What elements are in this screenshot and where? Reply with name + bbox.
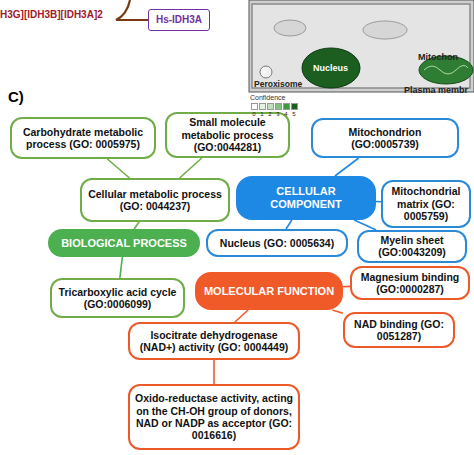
category-label: CELLULAR COMPONENT <box>243 185 369 211</box>
connector-line <box>354 220 376 230</box>
term-box: Isocitrate dehydrogenase (NAD+) activity… <box>128 322 300 360</box>
term-label: Mitochondrion (GO:0005739) <box>318 126 452 151</box>
term-label: Nucleus (GO: 0005634) <box>220 237 334 249</box>
legend-label: 4 <box>284 110 287 118</box>
legend-swatch <box>283 103 290 110</box>
panel-letter: C) <box>8 88 24 105</box>
legend-label: 1 <box>260 110 263 118</box>
connector-line <box>286 220 292 229</box>
legend-item: 4 <box>282 103 290 118</box>
legend-swatch <box>259 103 266 110</box>
confidence-legend: 012345 <box>250 103 298 118</box>
category-label: BIOLOGICAL PROCESS <box>61 237 187 250</box>
legend-label: 2 <box>268 110 271 118</box>
term-label: Cellular metabolic process (GO: 0044237) <box>87 188 223 213</box>
cell-part-label: Confidence <box>250 94 285 101</box>
term-label: Carbohydrate metabolic process (GO: 0005… <box>17 126 149 151</box>
connector-line <box>120 257 122 278</box>
legend-swatch <box>251 103 258 110</box>
term-label: Magnesium binding (GO:0000287) <box>357 271 463 296</box>
category-label: MOLECULAR FUNCTION <box>204 285 334 298</box>
term-box: Magnesium binding (GO:0000287) <box>350 266 470 300</box>
connector-line <box>332 310 343 313</box>
cell-part-label: Plasma membr <box>404 85 468 95</box>
legend-swatch <box>291 103 298 110</box>
term-label: Isocitrate dehydrogenase (NAD+) activity… <box>135 329 293 354</box>
connector-line <box>134 222 139 229</box>
term-box: Small molecule metabolic process (GO:004… <box>165 112 290 158</box>
peroxisome-shape <box>260 66 272 78</box>
category-box: CELLULAR COMPONENT <box>236 176 376 220</box>
term-label: Tricarboxylic acid cycle (GO:0006099) <box>57 286 178 311</box>
network-edge-line <box>116 0 148 20</box>
legend-item: 2 <box>266 103 274 118</box>
nucleus-shape <box>302 48 360 88</box>
cell-part-label: Mitochon <box>418 52 458 62</box>
term-box: Oxido-reductase activity, acting on the … <box>128 384 300 450</box>
legend-label: 0 <box>252 110 255 118</box>
term-box: Myelin sheet (GO:0043209) <box>357 230 467 263</box>
term-box: Mitochondrial matrix (GO: 0005759) <box>381 180 471 228</box>
term-label: Hs-IDH3A <box>156 14 202 26</box>
organelle-shape <box>274 20 306 36</box>
connector-line <box>107 159 129 178</box>
connector-line <box>343 286 350 288</box>
term-box: NAD binding (GO: 0051287) <box>343 312 455 348</box>
connector-line <box>180 158 202 178</box>
term-box: Nucleus (GO: 0005634) <box>206 229 348 257</box>
category-box: MOLECULAR FUNCTION <box>195 272 343 310</box>
term-box: Tricarboxylic acid cycle (GO:0006099) <box>50 278 185 318</box>
legend-item: 0 <box>250 103 258 118</box>
legend-item: 1 <box>258 103 266 118</box>
term-label: Mitochondrial matrix (GO: 0005759) <box>388 185 464 222</box>
category-box: BIOLOGICAL PROCESS <box>48 229 200 257</box>
term-box: Mitochondrion (GO:0005739) <box>311 118 459 158</box>
term-box: Carbohydrate metabolic process (GO: 0005… <box>10 117 156 159</box>
connector-line <box>235 310 248 322</box>
organelle-shape <box>363 21 407 39</box>
mitochondrion-cristae <box>424 65 468 74</box>
legend-label: 5 <box>292 110 295 118</box>
term-label: Small molecule metabolic process (GO:004… <box>172 116 283 153</box>
term-label: NAD binding (GO: 0051287) <box>350 318 448 343</box>
cell-background <box>249 0 474 92</box>
term-box: Hs-IDH3A <box>148 9 210 31</box>
term-label: Myelin sheet (GO:0043209) <box>364 234 460 259</box>
term-label: Oxido-reductase activity, acting on the … <box>135 392 293 442</box>
legend-swatch <box>275 103 282 110</box>
legend-item: 3 <box>274 103 282 118</box>
cell-part-label: Peroxisome <box>254 79 302 89</box>
connector-line <box>213 360 215 384</box>
legend-item: 5 <box>290 103 298 118</box>
complex-name: H3G][IDH3B][IDH3A]2 <box>0 9 103 20</box>
cell-part-label: Nucleus <box>313 63 348 73</box>
connector-line <box>335 158 359 176</box>
legend-swatch <box>267 103 274 110</box>
term-box: Cellular metabolic process (GO: 0044237) <box>80 178 230 222</box>
legend-label: 3 <box>276 110 279 118</box>
